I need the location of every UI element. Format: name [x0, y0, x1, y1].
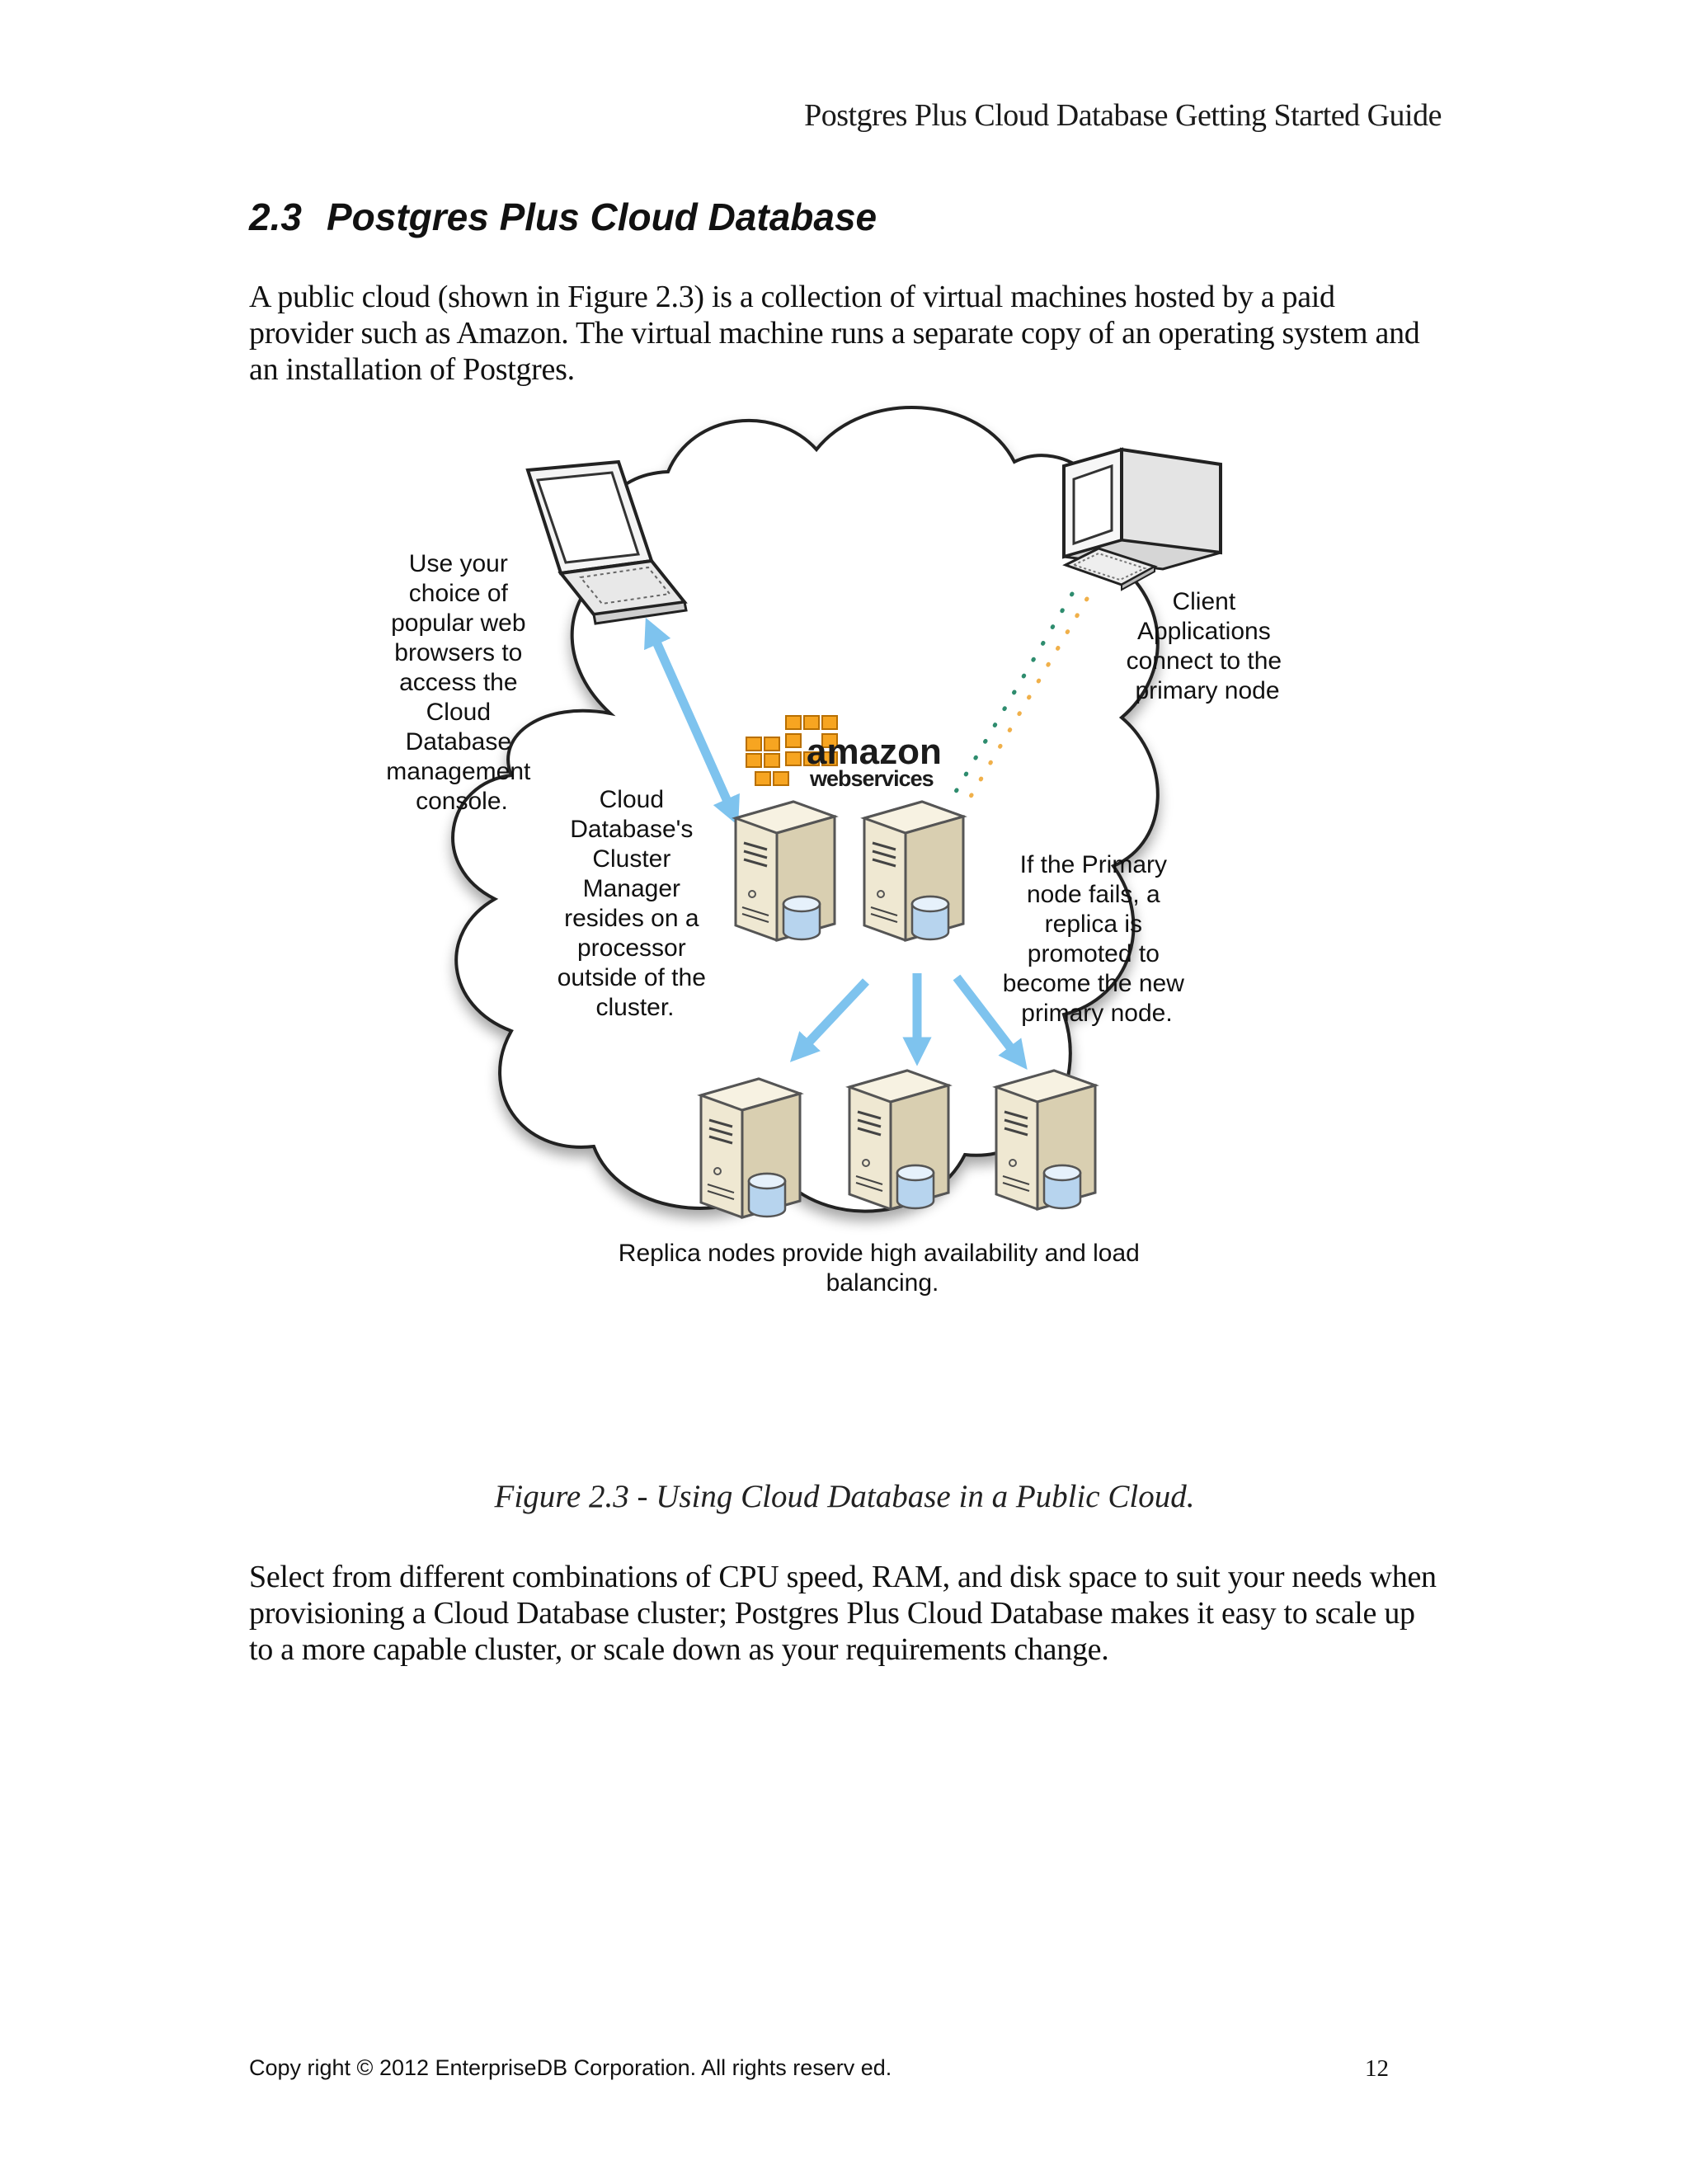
closing-paragraph: Select from different combinations of CP…	[249, 1560, 1437, 1667]
section-title: Postgres Plus Cloud Database	[326, 195, 877, 238]
replica-server-icon-1	[699, 1077, 802, 1219]
figure-caption: Figure 2.3 - Using Cloud Database in a P…	[494, 1479, 1195, 1514]
failover-arrow-left	[789, 978, 870, 1062]
cluster-manager-note: Cloud Database's Cluster Manager resides…	[558, 786, 713, 1021]
keyboard-icon	[1062, 547, 1158, 591]
primary-cluster-server-icon	[734, 800, 836, 942]
page-number: 12	[1365, 2055, 1389, 2082]
section-number: 2.3	[249, 195, 302, 238]
laptop-icon	[525, 459, 688, 625]
logo-amazon-text: amazon	[807, 732, 942, 772]
replica-server-icon-2	[848, 1069, 950, 1211]
intro-paragraph: A public cloud (shown in Figure 2.3) is …	[249, 280, 1420, 387]
failover-arrow-right	[953, 974, 1028, 1070]
logo-web-services-text: webservices	[809, 766, 934, 791]
footer-copyright: Copy right © 2012 EnterpriseDB Corporati…	[249, 2055, 892, 2080]
desktop-computer-icon	[1062, 447, 1222, 571]
amazon-web-services-logo: amazon webservices	[746, 715, 942, 791]
public-cloud-diagram: amazon webservices Use your choice of po…	[386, 406, 1289, 1297]
replica-note: Replica nodes provide high availability …	[619, 1240, 1146, 1297]
browser-note: Use your choice of popular web browsers …	[386, 550, 537, 815]
client-connection-dots	[946, 591, 1089, 812]
failover-note: If the Primary node fails, a replica is …	[1003, 851, 1191, 1027]
section-heading: 2.3 Postgres Plus Cloud Database	[249, 195, 877, 239]
replica-server-icon-3	[995, 1069, 1097, 1211]
browser-to-cluster-arrow	[644, 617, 740, 826]
running-header: Postgres Plus Cloud Database Getting Sta…	[804, 98, 1442, 133]
client-note: Client Applications connect to the prima…	[1127, 588, 1289, 704]
primary-node-server-icon	[863, 800, 965, 942]
